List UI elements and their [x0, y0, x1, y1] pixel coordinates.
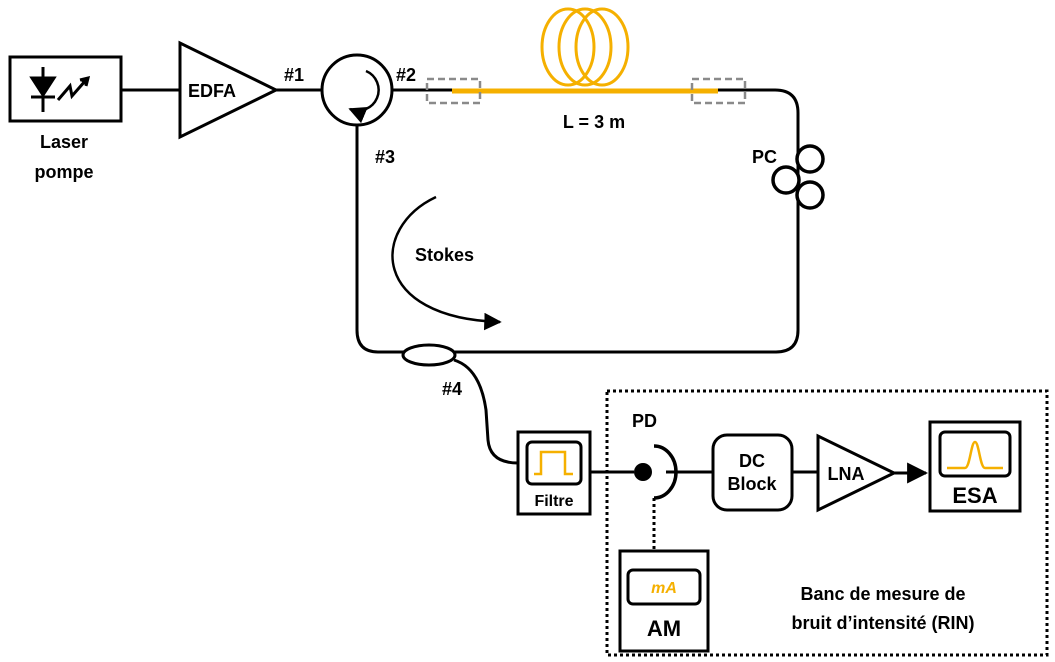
laser-label-2: pompe	[34, 162, 93, 182]
lna-label: LNA	[828, 464, 865, 484]
dc-label-1: DC	[739, 451, 765, 471]
port-3-label: #3	[375, 147, 395, 167]
am-display-value: mA	[651, 580, 677, 597]
filter-label: Filtre	[534, 493, 573, 510]
bench-caption-1: Banc de mesure de	[800, 584, 965, 604]
port-1-label: #1	[284, 65, 304, 85]
laser-label-1: Laser	[40, 132, 88, 152]
lna-amplifier: LNA	[816, 433, 898, 513]
connector-left	[425, 77, 482, 105]
connector-right	[690, 77, 747, 105]
fiber-coil-icon	[540, 7, 630, 87]
stokes-direction-arrow	[391, 195, 502, 331]
dc-label-2: Block	[727, 474, 777, 494]
edfa-amplifier: EDFA	[178, 40, 280, 140]
esa-label: ESA	[952, 483, 997, 508]
stokes-label: Stokes	[415, 245, 474, 265]
cavity-loop-fiber	[355, 88, 800, 354]
port-4-label: #4	[442, 379, 462, 399]
rin-bench-border	[605, 389, 1049, 657]
esa-analyzer: ESA	[928, 420, 1022, 513]
circulator-icon	[320, 53, 394, 127]
pd-label: PD	[632, 411, 657, 431]
fiber-length-label: L = 3 m	[563, 112, 625, 132]
laser-pump: Laser pompe	[8, 55, 123, 182]
spectrum-peak-icon	[947, 440, 1003, 470]
bench-caption-2: bruit d’intensité (RIN)	[792, 613, 975, 633]
laser-diode-icon	[29, 67, 91, 112]
filter-box: Filtre	[516, 430, 592, 516]
port-2-label: #2	[396, 65, 416, 85]
dc-block: DC Block	[711, 433, 794, 512]
am-label: AM	[647, 616, 681, 641]
bandpass-filter-icon	[534, 450, 573, 476]
edfa-label: EDFA	[188, 81, 236, 101]
fiber-coupler-filter	[453, 358, 519, 465]
polarization-controller-icon	[771, 144, 825, 210]
ammeter: mA AM	[618, 549, 710, 653]
pc-label: PC	[752, 147, 777, 167]
coupler-icon	[401, 343, 457, 367]
